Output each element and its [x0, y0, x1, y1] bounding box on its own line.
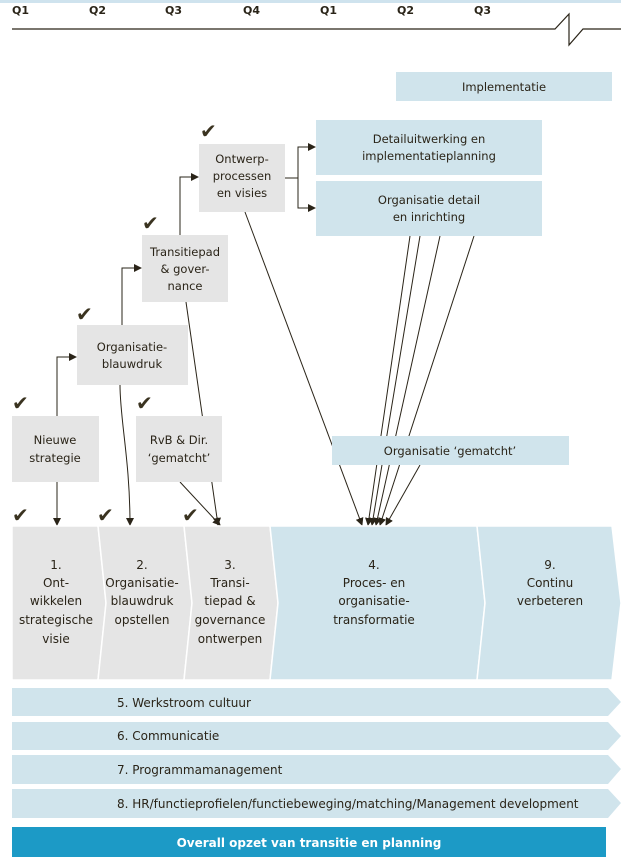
box-label: RvB & Dir. [150, 433, 208, 447]
stage-label: opstellen [115, 613, 170, 627]
stage-label: wikkelen [30, 594, 82, 608]
checkmarks: ✔ ✔ ✔ ✔ ✔ ✔ ✔ ✔ [12, 119, 217, 527]
box-label: Implementatie [462, 80, 546, 94]
stage-label: organisatie- [338, 594, 409, 608]
blauwdruk-box: Organisatie- blauwdruk [77, 325, 188, 385]
ontwerp-box: Ontwerp- processen en visies [199, 144, 285, 212]
stage-label: tiepad & [204, 594, 255, 608]
top-stripe [0, 0, 621, 3]
box-label: Detailuitwerking en [373, 132, 486, 146]
quarter-label: Q1 [320, 4, 337, 17]
stage-label: transformatie [333, 613, 415, 627]
workstream-programmamanagement: 7. Programmamanagement [12, 755, 621, 784]
box-label: processen [213, 169, 272, 183]
stage-9: 9. Continu verbeteren [476, 525, 621, 681]
box-label: & gover- [161, 262, 210, 276]
box-label: blauwdruk [102, 357, 163, 371]
box-label: en inrichting [393, 210, 465, 224]
checkmark-icon: ✔ [12, 391, 29, 415]
quarter-label: Q4 [243, 4, 260, 17]
box-label: en visies [217, 186, 267, 200]
rvb-box: RvB & Dir. ‘gematcht’ [136, 416, 222, 482]
organisatie-detail-box: Organisatie detail en inrichting [316, 181, 542, 236]
workstream-label: 8. HR/functieprofielen/functiebeweging/m… [117, 797, 579, 811]
checkmark-icon: ✔ [136, 391, 153, 415]
box-label: Organisatie ‘gematcht’ [384, 444, 516, 458]
stage-label: 2. [136, 558, 147, 572]
implementatie-box: Implementatie [396, 72, 612, 101]
workstream-label: 6. Communicatie [117, 729, 219, 743]
box-label: Organisatie detail [378, 193, 480, 207]
checkmark-icon: ✔ [12, 503, 29, 527]
quarter-label: Q3 [165, 4, 182, 17]
stage-label: 4. [368, 558, 379, 572]
checkmark-icon: ✔ [76, 302, 93, 326]
workstream-label: 7. Programmamanagement [117, 763, 283, 777]
stage-label: 3. [224, 558, 235, 572]
box-label: Ontwerp- [215, 152, 269, 166]
checkmark-icon: ✔ [97, 503, 114, 527]
box-label: Nieuwe [34, 433, 77, 447]
stage-label: visie [42, 632, 69, 646]
stage-4: 4. Proces- en organisatie- transformatie [269, 525, 486, 681]
quarter-label: Q3 [474, 4, 491, 17]
timeline-axis [12, 12, 621, 47]
quarter-label: Q1 [12, 4, 29, 17]
box-label: strategie [29, 451, 80, 465]
stage-label: blauwdruk [111, 594, 174, 608]
box-label: Transitiepad [149, 245, 220, 259]
footer-title: Overall opzet van transitie en planning [177, 836, 442, 850]
stage-label: Continu [527, 576, 574, 590]
stage-label: 1. [50, 558, 61, 572]
stage-label: Proces- en [343, 576, 405, 590]
stage-label: Transi- [209, 576, 249, 590]
checkmark-icon: ✔ [182, 503, 199, 527]
workstream-hr: 8. HR/functieprofielen/functiebeweging/m… [12, 789, 621, 818]
workstream-cultuur: 5. Werkstroom cultuur [12, 688, 621, 716]
quarter-label: Q2 [89, 4, 106, 17]
transitiepad-box: Transitiepad & gover- nance [142, 235, 228, 302]
organisatie-gematcht-box: Organisatie ‘gematcht’ [332, 436, 569, 465]
workstream-label: 5. Werkstroom cultuur [117, 696, 251, 710]
stage-label: strategische [19, 613, 93, 627]
box-label: nance [167, 279, 202, 293]
checkmark-icon: ✔ [142, 211, 159, 235]
workstream-communicatie: 6. Communicatie [12, 722, 621, 750]
connectors [53, 143, 475, 526]
strategie-box: Nieuwe strategie [12, 416, 99, 482]
checkmark-icon: ✔ [200, 119, 217, 143]
stage-label: Organisatie- [105, 576, 178, 590]
timeline: Q1 Q2 Q3 Q4 Q1 Q2 Q3 [12, 4, 621, 47]
stage-label: governance [195, 613, 266, 627]
detailuitwerking-box: Detailuitwerking en implementatieplannin… [316, 120, 542, 175]
stage-2: 2. Organisatie- blauwdruk opstellen [97, 525, 193, 681]
box-label: Organisatie- [97, 340, 167, 354]
stage-1: 1. Ont- wikkelen strategische visie [11, 525, 107, 681]
quarter-label: Q2 [397, 4, 414, 17]
stage-label: Ont- [43, 576, 69, 590]
stage-label: ontwerpen [198, 632, 262, 646]
footer-banner: Overall opzet van transitie en planning [12, 827, 606, 857]
stage-label: verbeteren [517, 594, 583, 608]
box-label: implementatieplanning [362, 149, 496, 163]
box-label: ‘gematcht’ [148, 451, 211, 465]
stage-3: 3. Transi- tiepad & governance ontwerpen [183, 525, 279, 681]
stage-label: 9. [544, 558, 555, 572]
